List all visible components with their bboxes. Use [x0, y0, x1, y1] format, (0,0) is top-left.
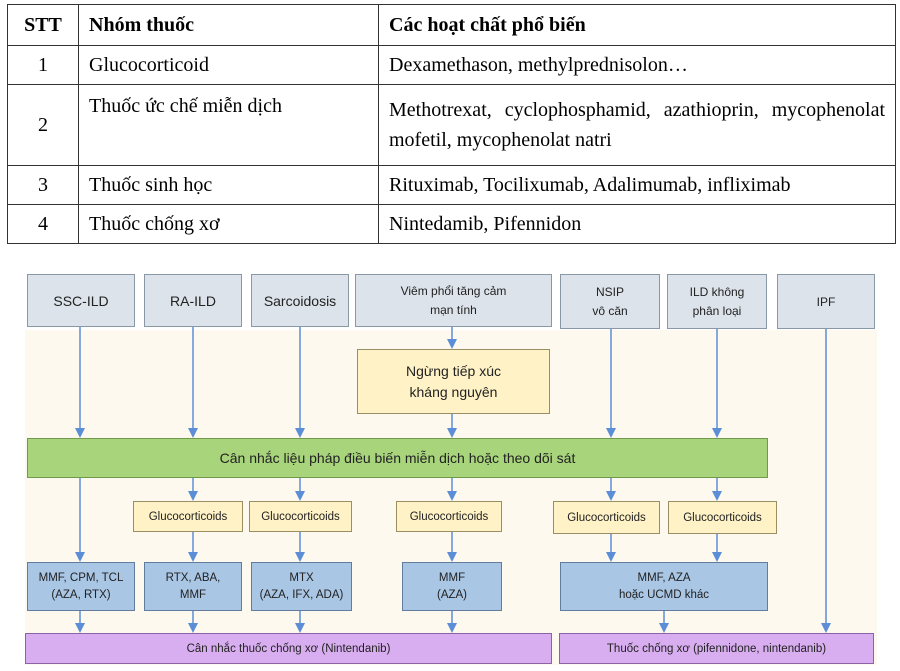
disease-box-chronic-hypersensitivity-pneumonitis: Viêm phổi tăng cảm mạn tính: [355, 274, 552, 327]
disease-box-sarcoidosis: Sarcoidosis: [251, 274, 349, 327]
header-drug-group: Nhóm thuốc: [78, 4, 379, 46]
glucocorticoids-box: Glucocorticoids: [668, 501, 777, 534]
cell-ingredients: Rituximab, Tocilixumab, Adalimumab, infl…: [378, 165, 896, 205]
table-header-row: STT Nhóm thuốc Các hoạt chất phổ biến: [7, 4, 896, 46]
cell-drug-group: Glucocorticoid: [78, 45, 379, 85]
antigen-avoidance-box: Ngừng tiếp xúc kháng nguyên: [357, 349, 550, 414]
disease-box-ssc-ild: SSC-ILD: [27, 274, 135, 327]
glucocorticoids-box: Glucocorticoids: [133, 501, 243, 532]
header-stt: STT: [7, 4, 79, 46]
table-row: 3 Thuốc sinh học Rituximab, Tocilixumab,…: [7, 165, 896, 205]
disease-box-idiopathic-nsip: NSIP vô căn: [560, 274, 660, 329]
disease-box-ipf: IPF: [777, 274, 875, 329]
treatment-box-hypersensitivity: MMF (AZA): [402, 562, 502, 611]
cell-ingredients: Methotrexat, cyclophosphamid, azathiopri…: [378, 84, 896, 166]
disease-box-ra-ild: RA-ILD: [144, 274, 242, 327]
treatment-box-ssc-ild: MMF, CPM, TCL (AZA, RTX): [27, 562, 135, 611]
table-row: 2 Thuốc ức chế miễn dịch Methotrexat, cy…: [7, 84, 896, 166]
cell-drug-group: Thuốc chống xơ: [78, 204, 379, 244]
drug-table: STT Nhóm thuốc Các hoạt chất phổ biến 1 …: [7, 4, 896, 244]
glucocorticoids-box: Glucocorticoids: [553, 501, 660, 534]
immunomodulation-consideration-bar: Cân nhắc liệu pháp điều biến miễn dịch h…: [27, 438, 768, 478]
cell-drug-group: Thuốc sinh học: [78, 165, 379, 205]
cell-ingredients: Dexamethason, methylprednisolon…: [378, 45, 896, 85]
cell-drug-group: Thuốc ức chế miễn dịch: [78, 84, 379, 166]
table-row: 4 Thuốc chống xơ Nintedamib, Pifennidon: [7, 204, 896, 244]
glucocorticoids-box: Glucocorticoids: [396, 501, 502, 532]
antifibrotic-therapy-box: Thuốc chống xơ (pifennidone, nintendanib…: [559, 633, 874, 664]
disease-box-unclassifiable-ild: ILD không phân loại: [667, 274, 767, 329]
antifibrotic-consideration-box: Cân nhắc thuốc chống xơ (Nintendanib): [25, 633, 552, 664]
treatment-box-ra-ild: RTX, ABA, MMF: [144, 562, 242, 611]
cell-stt: 1: [7, 45, 79, 85]
glucocorticoids-box: Glucocorticoids: [249, 501, 352, 532]
treatment-box-sarcoidosis: MTX (AZA, IFX, ADA): [251, 562, 352, 611]
treatment-box-nsip-unclassifiable: MMF, AZA hoặc UCMD khác: [560, 562, 768, 611]
cell-ingredients: Nintedamib, Pifennidon: [378, 204, 896, 244]
table-row: 1 Glucocorticoid Dexamethason, methylpre…: [7, 45, 896, 85]
cell-stt: 2: [7, 84, 79, 166]
